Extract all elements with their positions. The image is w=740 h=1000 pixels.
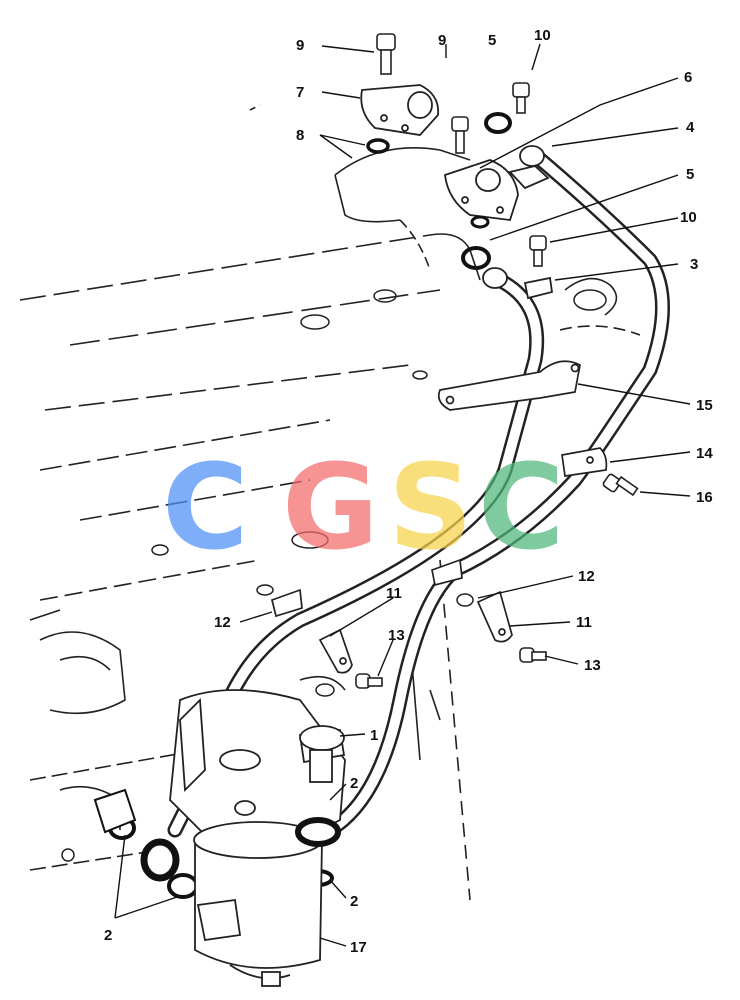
watermark-letter-s: S bbox=[388, 438, 473, 576]
callout-8: 8 bbox=[296, 127, 304, 144]
bolts bbox=[355, 33, 639, 689]
callout-9b: 9 bbox=[438, 32, 446, 49]
callout-10a: 10 bbox=[534, 27, 551, 44]
callout-6: 6 bbox=[684, 69, 692, 86]
oil-pipes bbox=[167, 147, 670, 838]
callout-16: 16 bbox=[696, 489, 713, 506]
callout-11a: 11 bbox=[386, 585, 402, 602]
watermark-letter-c1: C bbox=[162, 438, 249, 576]
engine-bosses bbox=[61, 289, 607, 862]
fitting-part-7 bbox=[360, 84, 440, 136]
callout-labels: 9 9 5 10 7 6 8 4 5 10 3 15 14 16 12 11 1… bbox=[104, 27, 713, 956]
pipe-fittings bbox=[482, 145, 554, 300]
fitting-part-6 bbox=[444, 159, 519, 221]
callout-9a: 9 bbox=[296, 37, 304, 54]
watermark: C G S C bbox=[162, 438, 565, 576]
engine-block-outline bbox=[19, 104, 641, 901]
callout-17: 17 bbox=[350, 939, 367, 956]
callout-13b: 13 bbox=[584, 657, 601, 674]
callout-11b: 11 bbox=[576, 614, 592, 631]
watermark-letter-g: G bbox=[282, 438, 379, 576]
callout-1: 1 bbox=[370, 727, 378, 744]
callout-2a: 2 bbox=[350, 775, 358, 792]
callout-2b: 2 bbox=[350, 893, 358, 910]
callout-14: 14 bbox=[696, 445, 713, 462]
clamps bbox=[270, 360, 608, 674]
leader-lines bbox=[114, 43, 691, 947]
callout-7: 7 bbox=[296, 84, 304, 101]
oil-filter-assembly bbox=[169, 689, 346, 987]
callout-12b: 12 bbox=[214, 614, 231, 631]
callout-5b: 5 bbox=[686, 166, 694, 183]
callout-15: 15 bbox=[696, 397, 713, 414]
callout-3: 3 bbox=[690, 256, 698, 273]
callout-2c: 2 bbox=[104, 927, 112, 944]
banjo-fittings bbox=[93, 788, 341, 882]
callout-13a: 13 bbox=[388, 627, 405, 644]
callout-4: 4 bbox=[686, 119, 695, 136]
callout-10b: 10 bbox=[680, 209, 697, 226]
callout-12a: 12 bbox=[578, 568, 595, 585]
watermark-letter-c2: C bbox=[478, 438, 565, 576]
callout-5a: 5 bbox=[488, 32, 496, 49]
